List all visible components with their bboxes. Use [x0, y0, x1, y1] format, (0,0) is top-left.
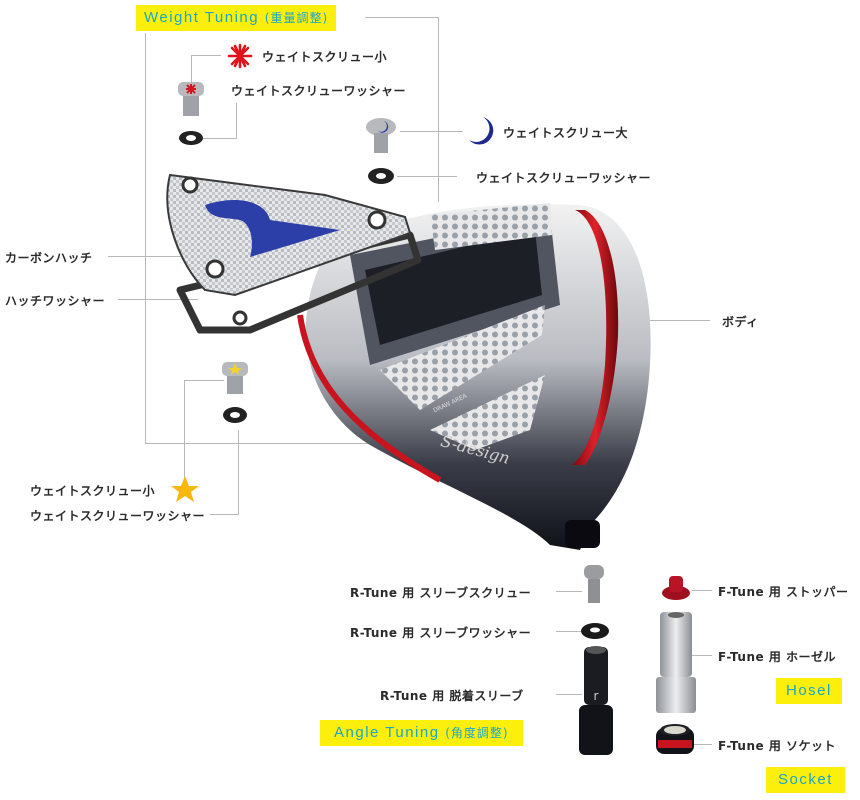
- label-washer-bottom: ウェイトスクリューワッシャー: [30, 509, 206, 523]
- blue-crescent-icon: [469, 117, 494, 145]
- leader-screw-small-top: [191, 55, 221, 56]
- sleeve-screw-image: [584, 565, 604, 603]
- label-socket: F-Tune 用 ソケット: [718, 739, 836, 753]
- leader-washer-bottom-h: [210, 514, 239, 515]
- label-sleeve-screw: R-Tune 用 スリーブスクリュー: [350, 586, 532, 600]
- leader-screw-small-top-v: [191, 55, 192, 87]
- stopper-image: [662, 576, 690, 600]
- weight-screw-small-bottom-image: [222, 362, 248, 423]
- label-screw-large: ウェイトスクリュー大: [503, 126, 629, 140]
- carbon-hatch-part: [166, 173, 412, 297]
- leader-screw-small-bottom-v: [184, 380, 185, 480]
- leader-carbon-hatch: [108, 256, 228, 257]
- svg-text:r: r: [594, 689, 599, 703]
- frame-line-top: [365, 17, 439, 18]
- label-screw-small-top: ウェイトスクリュー小: [262, 50, 388, 64]
- weight-tuning-tag: Weight Tuning (重量調整): [136, 5, 337, 31]
- label-body: ボディ: [722, 315, 759, 329]
- red-starburst-icon: [227, 43, 253, 69]
- leader-washer-top-left-h: [203, 138, 237, 139]
- leader-stopper: [692, 590, 712, 591]
- angle-tuning-tag-en: Angle Tuning: [334, 724, 440, 741]
- label-sleeve: R-Tune 用 脱着スリーブ: [380, 689, 524, 703]
- leader-sleeve-washer: [556, 631, 582, 632]
- leader-body: [650, 320, 710, 321]
- sleeve-washer-image: [581, 623, 609, 639]
- weight-screw-small-top-image: [178, 82, 204, 145]
- weight-tuning-tag-en: Weight Tuning: [144, 9, 260, 26]
- leader-washer-top-left: [236, 103, 237, 138]
- driver-head-body: [297, 203, 651, 551]
- leader-washer-top-right: [397, 176, 457, 177]
- label-screw-small-bottom: ウェイトスクリュー小: [30, 484, 156, 498]
- leader-screw-small-bottom: [184, 380, 224, 381]
- label-washer-top-left: ウェイトスクリューワッシャー: [231, 84, 407, 98]
- weight-tuning-tag-jp: (重量調整): [264, 11, 329, 25]
- label-washer-top-right: ウェイトスクリューワッシャー: [476, 171, 652, 185]
- angle-tuning-tag-jp: (角度調整): [445, 726, 509, 740]
- leader-washer-bottom-v: [238, 430, 239, 514]
- weight-screw-large-image: [366, 118, 396, 184]
- leader-sleeve-screw: [556, 591, 582, 592]
- label-sleeve-washer: R-Tune 用 スリーブワッシャー: [350, 626, 532, 640]
- socket-image: [656, 724, 694, 754]
- yellow-star-icon: [171, 476, 199, 502]
- leader-hosel: [692, 655, 712, 656]
- frame-line-left: [145, 33, 146, 443]
- frame-line-right: [438, 17, 439, 202]
- leader-socket: [692, 744, 712, 745]
- label-hosel: F-Tune 用 ホーゼル: [718, 650, 836, 664]
- label-carbon-hatch: カーボンハッチ: [5, 251, 93, 265]
- removable-sleeve-image: r: [579, 646, 613, 755]
- label-stopper: F-Tune 用 ストッパー: [718, 585, 849, 599]
- leader-hatch-washer: [118, 299, 198, 300]
- angle-tuning-tag: Angle Tuning (角度調整): [320, 720, 523, 746]
- leader-sleeve: [556, 694, 582, 695]
- frame-line-bottom: [145, 443, 385, 444]
- label-hatch-washer: ハッチワッシャー: [5, 294, 106, 308]
- hosel-image: [656, 612, 696, 713]
- hosel-tag: Hosel: [776, 678, 842, 704]
- leader-screw-large: [400, 131, 463, 132]
- socket-tag: Socket: [766, 767, 845, 793]
